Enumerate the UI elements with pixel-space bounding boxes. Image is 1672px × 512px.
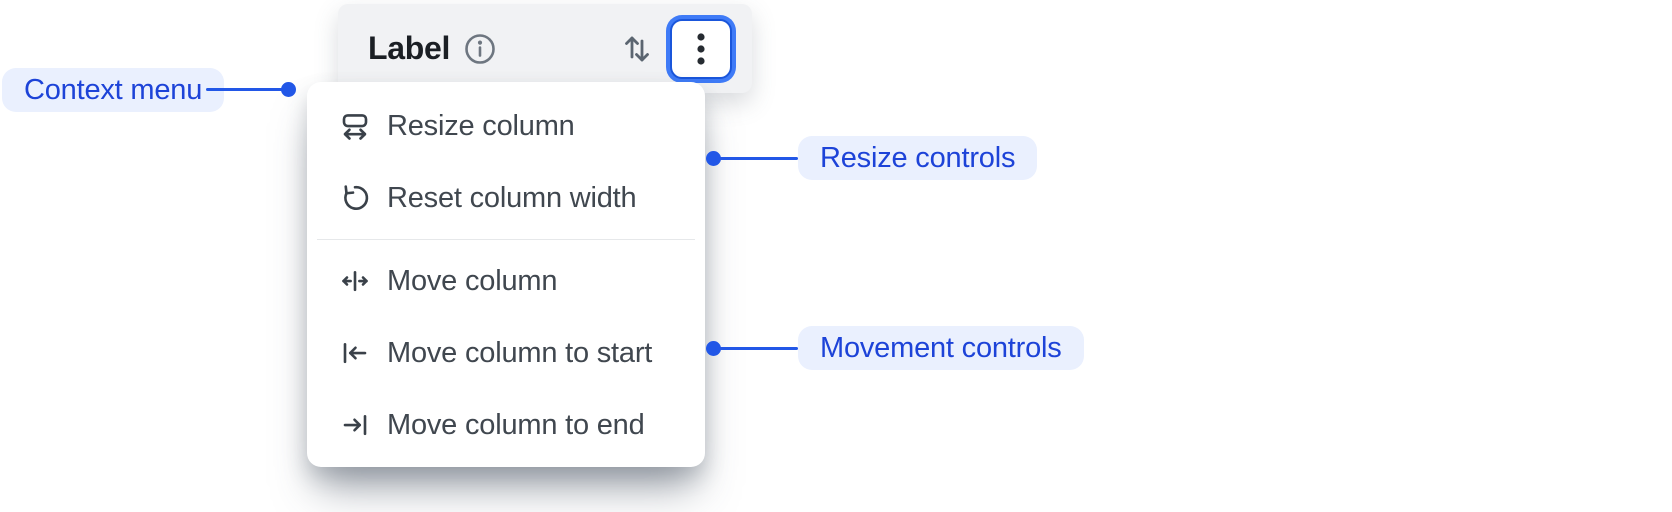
context-menu: Resize column Reset column width (307, 82, 705, 467)
menu-item-label: Resize column (387, 109, 575, 142)
callout-context-menu: Context menu (2, 68, 225, 112)
leader-line-resize-controls (715, 157, 798, 160)
move-column-to-start-icon (340, 338, 370, 368)
leader-dot-resize-controls (706, 151, 721, 166)
column-menu-button[interactable] (670, 18, 732, 79)
menu-item-move-column[interactable]: Move column (307, 245, 705, 317)
kebab-menu-icon (694, 29, 708, 69)
leader-line-context-menu (206, 88, 284, 91)
menu-item-resize-column[interactable]: Resize column (307, 90, 705, 162)
sort-arrows-icon[interactable] (622, 30, 652, 68)
menu-item-label: Move column to start (387, 336, 653, 369)
menu-item-move-column-to-end[interactable]: Move column to end (307, 389, 705, 461)
resize-column-icon (340, 111, 370, 141)
menu-divider (317, 239, 695, 240)
callout-movement-controls: Movement controls (798, 326, 1084, 370)
column-header-label: Label (368, 30, 451, 66)
reset-column-width-icon (340, 183, 370, 213)
menu-item-move-column-to-start[interactable]: Move column to start (307, 317, 705, 389)
leader-dot-movement-controls (706, 341, 721, 356)
column-header: Label (338, 4, 752, 93)
info-icon[interactable] (464, 33, 496, 65)
leader-dot-context-menu (281, 82, 296, 97)
move-column-to-end-icon (340, 410, 370, 440)
menu-item-label: Move column (387, 264, 558, 297)
callout-resize-controls: Resize controls (798, 136, 1038, 180)
menu-item-reset-column-width[interactable]: Reset column width (307, 162, 705, 234)
move-column-icon (340, 266, 370, 296)
menu-item-label: Reset column width (387, 181, 637, 214)
leader-line-movement-controls (715, 347, 798, 350)
menu-item-label: Move column to end (387, 408, 645, 441)
